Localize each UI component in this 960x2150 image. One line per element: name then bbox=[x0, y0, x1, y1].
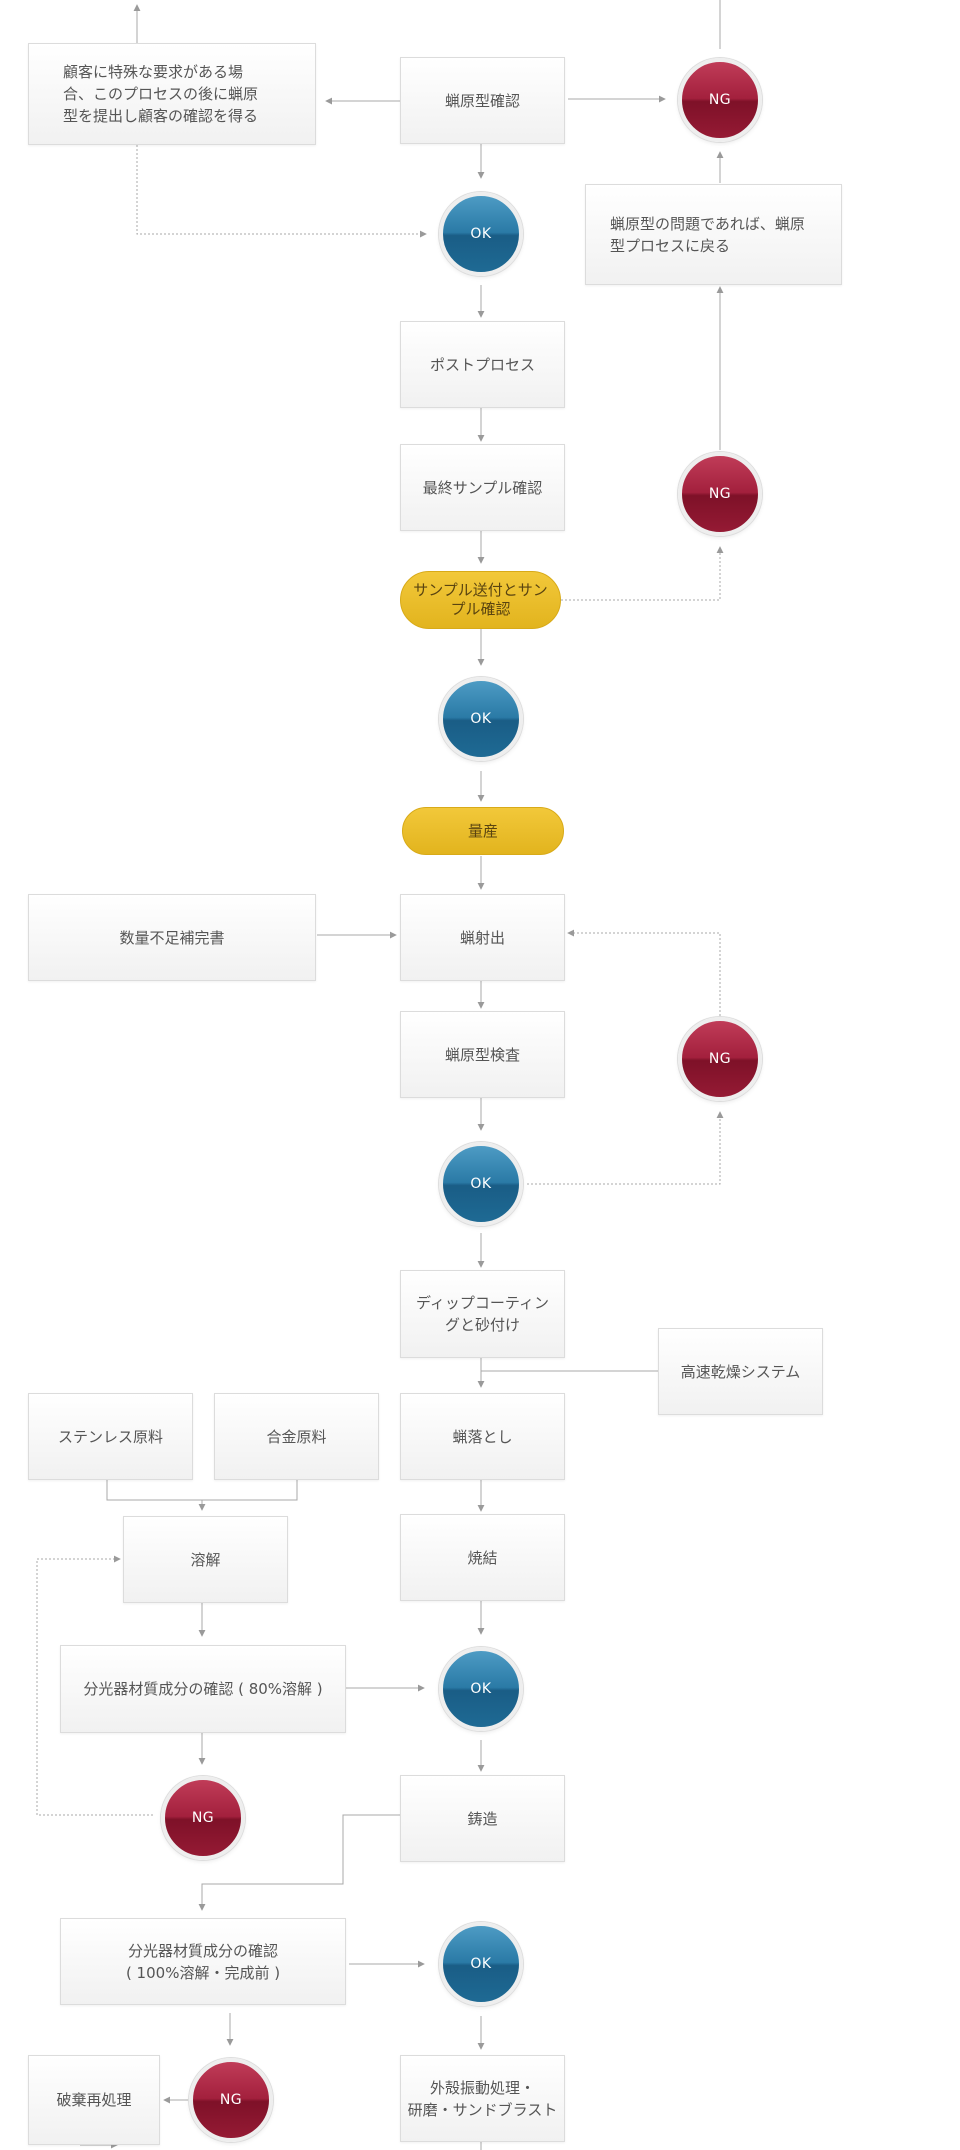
wax-injection: 蝋射出 bbox=[400, 894, 565, 981]
dewax: 蝋落とし bbox=[400, 1393, 565, 1480]
final-sample-check: 最終サンプル確認 bbox=[400, 444, 565, 531]
stainless-material-text: ステンレス原料 bbox=[57, 1427, 163, 1446]
alloy-material-text: 合金原料 bbox=[266, 1427, 327, 1446]
ng-circle-4: NG bbox=[161, 1776, 245, 1860]
sample-send-text: サンプル送付とサン プル確認 bbox=[413, 581, 548, 618]
fast-drying-system: 高速乾燥システム bbox=[658, 1328, 823, 1415]
ng-label: NG bbox=[191, 1810, 215, 1826]
ok-label: OK bbox=[470, 1681, 492, 1697]
quantity-shortage-supplement: 数量不足補完書 bbox=[28, 894, 316, 981]
ng-circle-2: NG bbox=[678, 452, 762, 536]
ng-label: NG bbox=[708, 92, 732, 108]
post-process: ポストプロセス bbox=[400, 321, 565, 408]
dewax-text: 蝋落とし bbox=[452, 1427, 513, 1446]
melting-text: 溶解 bbox=[190, 1550, 221, 1569]
ok-circle-3: OK bbox=[439, 1142, 523, 1226]
scrap-reprocess-text: 破棄再処理 bbox=[56, 2091, 132, 2109]
edge-request-to-ok1 bbox=[136, 145, 427, 238]
wax-mold-check-text: 蝋原型確認 bbox=[444, 91, 520, 110]
sintering-text: 焼結 bbox=[467, 1548, 498, 1567]
ng-circle-1: NG bbox=[678, 58, 762, 142]
ok-circle-1: OK bbox=[439, 192, 523, 276]
fast-drying-text: 高速乾燥システム bbox=[680, 1362, 801, 1381]
sintering: 焼結 bbox=[400, 1514, 565, 1601]
ok-label: OK bbox=[470, 1176, 492, 1192]
edge-casting-to-spectro100 bbox=[198, 1814, 400, 1911]
ng-circle-3: NG bbox=[678, 1017, 762, 1101]
edge-send-to-ng2 bbox=[561, 546, 724, 601]
mass-production-text: 量産 bbox=[467, 821, 498, 840]
wax-mold-inspection: 蝋原型検査 bbox=[400, 1011, 565, 1098]
post-process-text: ポストプロセス bbox=[429, 355, 535, 374]
final-sample-check-text: 最終サンプル確認 bbox=[422, 478, 543, 497]
spectro-100-text: 分光器材質成分の確認 ( 100%溶解・完成前 ) bbox=[125, 1941, 281, 1982]
ok-circle-4: OK bbox=[439, 1647, 523, 1731]
mold-problem-return-note: 蝋原型の問題であれば、蝋原 型プロセスに戻る bbox=[585, 184, 842, 285]
sample-send-and-check: サンプル送付とサン プル確認 bbox=[400, 571, 561, 629]
wax-mold-inspection-text: 蝋原型検査 bbox=[444, 1045, 520, 1064]
ok-circle-2: OK bbox=[439, 677, 523, 761]
spectro-80-text: 分光器材質成分の確認 ( 80%溶解 ) bbox=[83, 1680, 323, 1698]
wax-mold-check: 蝋原型確認 bbox=[400, 57, 565, 144]
edge-ng3-to-injection bbox=[567, 929, 721, 1016]
ok-label: OK bbox=[470, 226, 492, 242]
casting-text: 鋳造 bbox=[467, 1809, 498, 1828]
dip-coating-text: ディップコーティン グと砂付け bbox=[415, 1294, 550, 1334]
shell-vibration-polish-sandblast: 外殻振動処理・ 研磨・サンドブラスト bbox=[400, 2055, 565, 2142]
ok-circle-5: OK bbox=[439, 1922, 523, 2006]
spectrometer-check-80: 分光器材質成分の確認 ( 80%溶解 ) bbox=[60, 1645, 346, 1733]
ng-label: NG bbox=[708, 1051, 732, 1067]
dip-coating-and-sanding: ディップコーティン グと砂付け bbox=[400, 1270, 565, 1358]
mold-problem-return-text: 蝋原型の問題であれば、蝋原 型プロセスに戻る bbox=[610, 214, 805, 255]
shell-vibration-text: 外殻振動処理・ 研磨・サンドブラスト bbox=[407, 2078, 558, 2119]
edge-ok3-to-ng3 bbox=[527, 1111, 724, 1185]
ng-circle-5: NG bbox=[189, 2058, 273, 2142]
scrap-reprocess: 破棄再処理 bbox=[28, 2055, 160, 2145]
shortage-supplement-text: 数量不足補完書 bbox=[119, 928, 225, 947]
ok-label: OK bbox=[470, 711, 492, 727]
mass-production: 量産 bbox=[402, 807, 564, 855]
edge-ng4-to-melting bbox=[36, 1555, 153, 1816]
ng-label: NG bbox=[219, 2092, 243, 2108]
edge-materials-merge bbox=[106, 1480, 298, 1501]
customer-request-note: 顧客に特殊な要求がある場 合、このプロセスの後に蝋原 型を提出し顧客の確認を得る bbox=[28, 43, 316, 145]
wax-injection-text: 蝋射出 bbox=[459, 928, 505, 947]
stainless-material: ステンレス原料 bbox=[28, 1393, 193, 1480]
ng-label: NG bbox=[708, 486, 732, 502]
melting: 溶解 bbox=[123, 1516, 288, 1603]
customer-request-text: 顧客に特殊な要求がある場 合、このプロセスの後に蝋原 型を提出し顧客の確認を得る bbox=[63, 63, 259, 125]
spectrometer-check-100: 分光器材質成分の確認 ( 100%溶解・完成前 ) bbox=[60, 1918, 346, 2005]
casting: 鋳造 bbox=[400, 1775, 565, 1862]
alloy-material: 合金原料 bbox=[214, 1393, 379, 1480]
ok-label: OK bbox=[470, 1956, 492, 1972]
